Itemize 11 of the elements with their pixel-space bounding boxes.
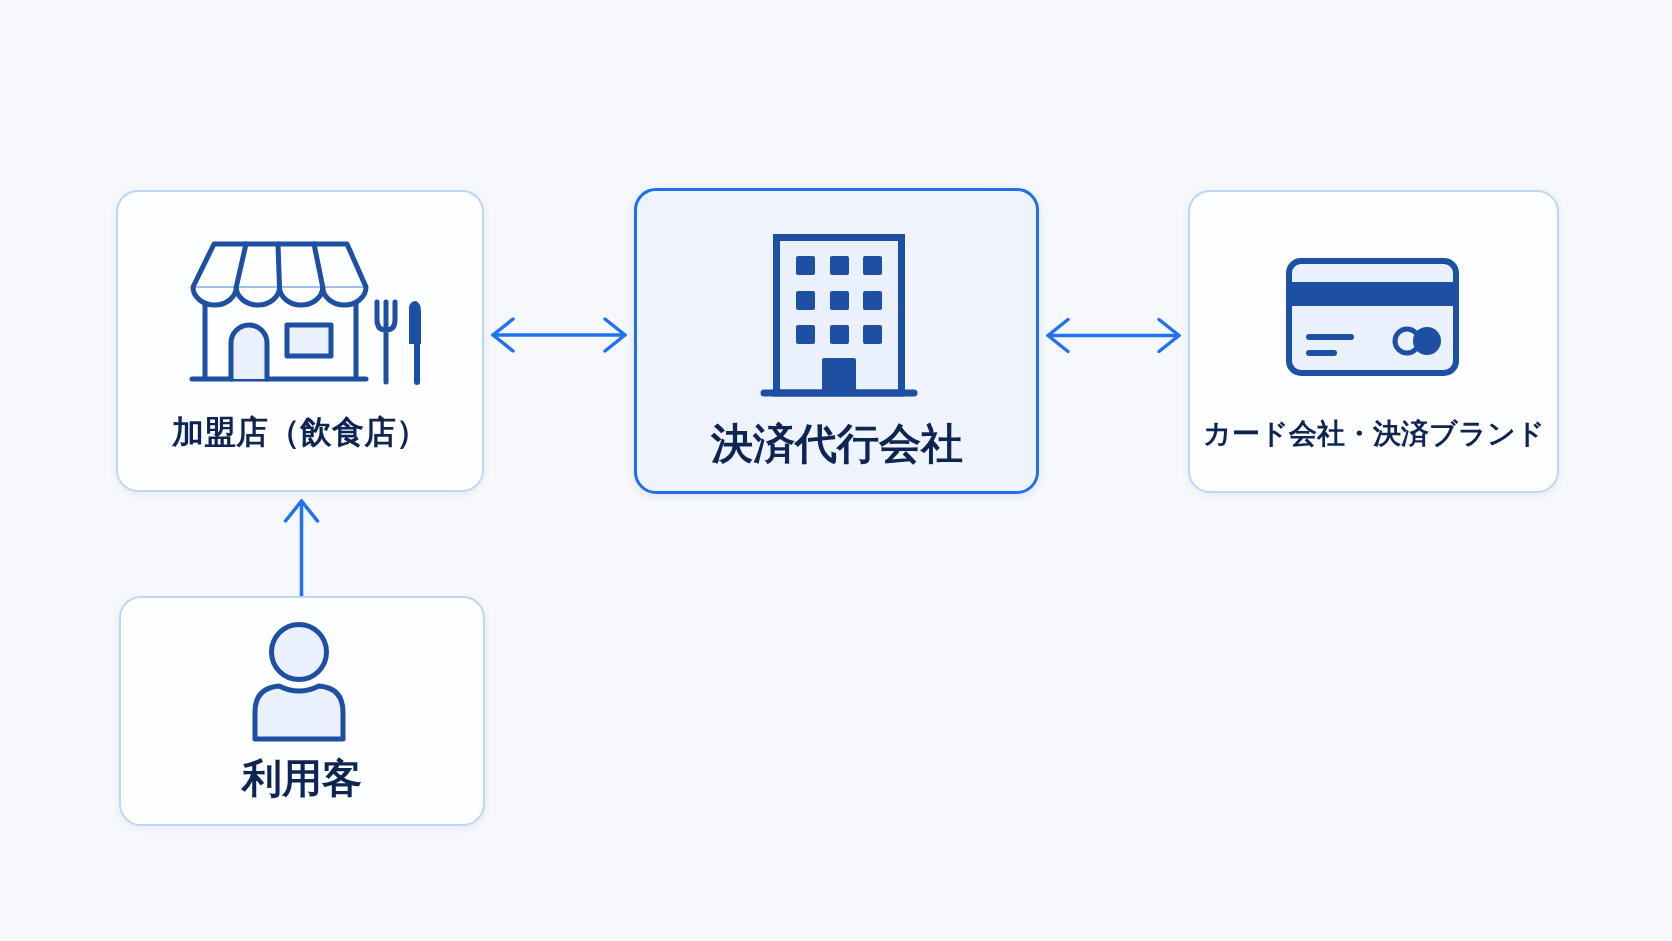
arrow — [283, 499, 320, 598]
entity-card — [1188, 190, 1559, 493]
node-label: 加盟店（飲食店） — [172, 416, 428, 448]
entity-card — [634, 188, 1039, 494]
node-label: 決済代行会社 — [710, 423, 963, 465]
entity-card — [119, 596, 485, 826]
node-label: カード会社・決済ブランド — [1202, 420, 1545, 448]
arrow — [491, 317, 627, 353]
node-label: 利用客 — [242, 758, 362, 798]
arrow — [1046, 317, 1181, 354]
entity-card — [116, 190, 484, 492]
